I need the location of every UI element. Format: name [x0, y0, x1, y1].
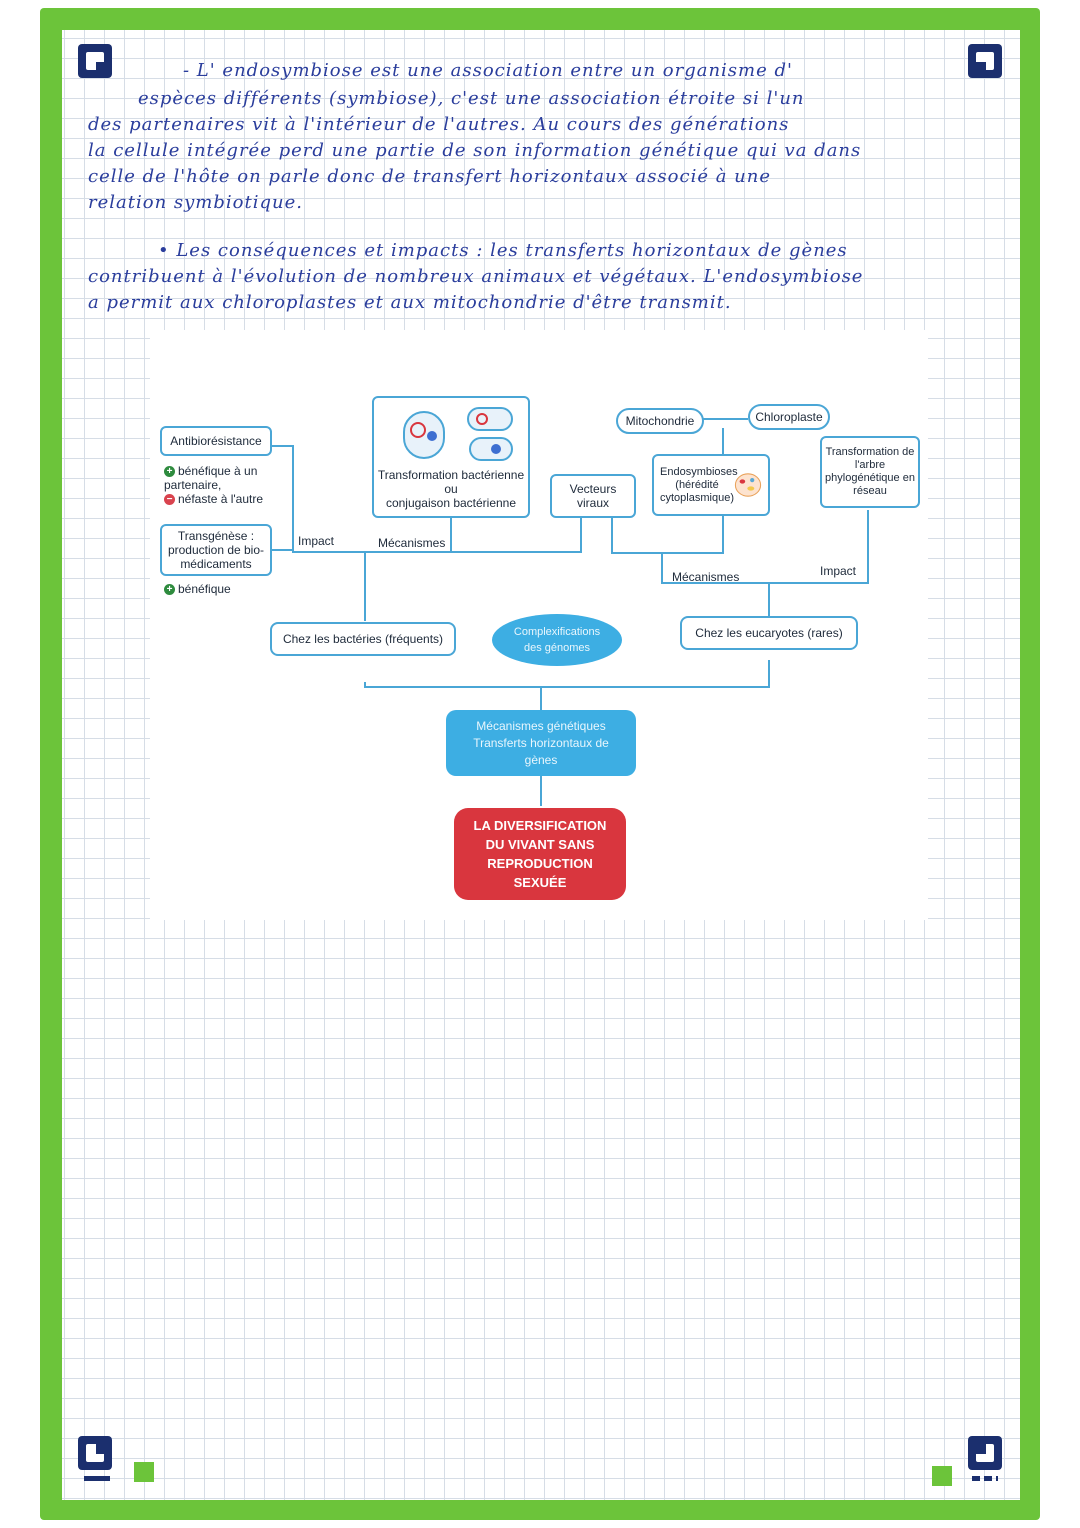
connector	[580, 516, 582, 553]
corner-logo-icon	[78, 1436, 112, 1470]
green-square	[932, 1466, 952, 1486]
antibio-label: Antibiorésistance	[170, 434, 262, 448]
connector	[540, 686, 542, 714]
corner-logo-icon	[968, 1436, 1002, 1470]
plus-label: bénéfique à un partenaire,	[164, 464, 258, 492]
connector	[661, 582, 869, 584]
connector	[292, 551, 452, 553]
impact-label: Impact	[820, 564, 857, 578]
transgenese-label: Transgénèse : production de bio-médicame…	[167, 529, 265, 571]
cell-icon	[734, 473, 762, 497]
endosymbioses-label: Endosymbioses (hérédité cytoplasmique)	[660, 465, 738, 504]
note-line: la cellule intégrée perd une partie de s…	[88, 140, 862, 161]
bacteries-label: Chez les bactéries (fréquents)	[282, 632, 444, 646]
transgenese-box: Transgénèse : production de bio-médicame…	[160, 524, 272, 576]
note-line: contribuent à l'évolution de nombreux an…	[88, 266, 864, 287]
connector	[768, 584, 770, 616]
note-line: des partenaires vit à l'intérieur de l'a…	[88, 114, 790, 135]
connector	[272, 549, 292, 551]
minus-icon: −	[164, 494, 175, 506]
green-square	[134, 1462, 154, 1482]
chloroplaste-label: Chloroplaste	[755, 410, 823, 424]
mecanismes-genetiques-box: Mécanismes génétiques Transferts horizon…	[446, 710, 636, 776]
complexification-bubble: Complexifications des génomes	[492, 614, 622, 666]
connector	[867, 510, 869, 584]
plus-icon: +	[164, 466, 175, 478]
note-line: a permit aux chloroplastes et aux mitoch…	[88, 292, 732, 313]
arbre-box: Transformation de l'arbre phylogénétique…	[820, 436, 920, 508]
connector	[661, 552, 724, 554]
transformation-label: Transformation bactérienne	[377, 468, 525, 482]
corner-bar	[84, 1476, 110, 1481]
connector	[611, 516, 613, 554]
vecteurs-viraux-box: Vecteurs viraux	[550, 474, 636, 518]
minus-label: néfaste à l'autre	[178, 492, 264, 506]
mind-map: Antibiorésistance +bénéfique à un parten…	[150, 330, 928, 920]
connector	[450, 515, 452, 553]
conjugaison-label: conjugaison bactérienne	[385, 496, 517, 510]
bacteries-box: Chez les bactéries (fréquents)	[270, 622, 456, 656]
endosymbioses-box: Endosymbioses (hérédité cytoplasmique)	[652, 454, 770, 516]
connector	[292, 445, 294, 553]
connector	[540, 776, 542, 806]
connector	[452, 551, 582, 553]
note-line: - L' endosymbiose est une association en…	[183, 60, 793, 81]
mitochondrie-pill: Mitochondrie	[616, 408, 704, 434]
transgenese-legend: +bénéfique	[164, 582, 284, 596]
note-line: celle de l'hôte on parle donc de transfe…	[88, 166, 772, 187]
connector	[272, 445, 292, 447]
note-line: • Les conséquences et impacts : les tran…	[158, 240, 848, 261]
impact-label: Impact	[298, 534, 335, 548]
plus-label: bénéfique	[178, 582, 231, 596]
connector	[364, 551, 366, 621]
diversification-label: LA DIVERSIFICATION DU VIVANT SANS REPROD…	[473, 818, 607, 890]
eucaryotes-label: Chez les eucaryotes (rares)	[695, 626, 843, 640]
mitochondrie-label: Mitochondrie	[625, 414, 695, 428]
corner-logo-icon	[968, 44, 1002, 78]
complexification-label: Complexifications des génomes	[513, 626, 601, 654]
diversification-box: LA DIVERSIFICATION DU VIVANT SANS REPROD…	[454, 808, 626, 900]
connector	[661, 552, 663, 584]
mecanismes-label: Mécanismes	[378, 536, 446, 550]
note-line: relation symbiotique.	[88, 192, 303, 213]
connector	[722, 428, 724, 456]
eucaryotes-box: Chez les eucaryotes (rares)	[680, 616, 858, 650]
note-line: espèces différents (symbiose), c'est une…	[138, 88, 805, 109]
connector	[702, 418, 748, 420]
connector	[364, 686, 770, 688]
connector	[364, 682, 366, 688]
antibio-legend: +bénéfique à un partenaire, −néfaste à l…	[164, 464, 284, 506]
ou-label: ou	[444, 482, 458, 496]
vecteurs-label: Vecteurs viraux	[569, 482, 617, 510]
mecanismes-genetiques-label: Mécanismes génétiques	[476, 718, 606, 733]
mecanismes-label: Mécanismes	[672, 570, 740, 584]
chloroplaste-pill: Chloroplaste	[748, 404, 830, 430]
corner-bar	[972, 1476, 998, 1481]
transformation-box: Transformation bactérienne ou conjugaiso…	[372, 396, 530, 518]
transferts-label: Transferts horizontaux de gènes	[473, 735, 609, 767]
antibioresistance-box: Antibiorésistance	[160, 426, 272, 456]
connector	[722, 516, 724, 552]
corner-logo-icon	[78, 44, 112, 78]
arbre-label: Transformation de l'arbre phylogénétique…	[825, 446, 915, 497]
connector	[611, 552, 661, 554]
bacteria-icon	[403, 407, 513, 461]
connector	[768, 660, 770, 688]
plus-icon: +	[164, 584, 175, 596]
